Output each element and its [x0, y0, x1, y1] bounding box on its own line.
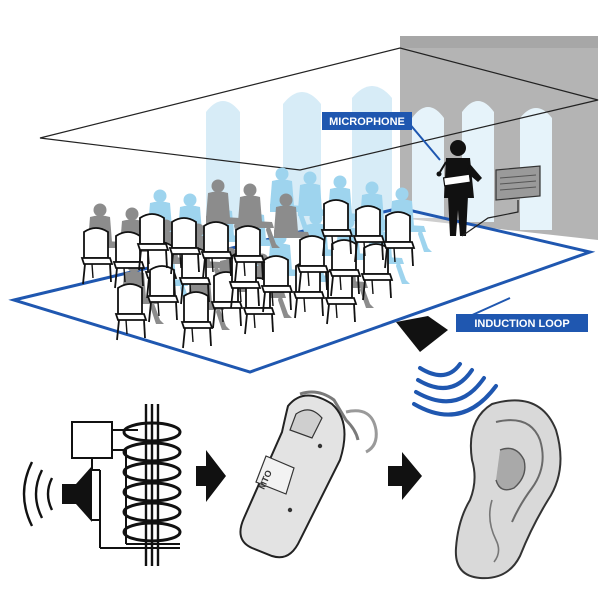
speaker-figure	[442, 140, 482, 236]
sound-wave-icon	[412, 362, 498, 417]
arrow-right-icon	[196, 450, 226, 502]
induction-loop-label: INDUCTION LOOP	[474, 318, 569, 330]
microphone-label: MICROPHONE	[329, 116, 405, 128]
loop-amplifier	[461, 165, 541, 237]
induction-loop-callout: INDUCTION LOOP	[456, 297, 588, 332]
microphone-callout: MICROPHONE	[322, 112, 441, 161]
arrow-right-icon	[388, 452, 422, 500]
speaker-icon	[62, 466, 92, 522]
amplifier-coil-icon	[71, 404, 182, 566]
sound-wave-icon	[22, 461, 54, 527]
ceiling-outline	[39, 47, 599, 171]
hearing-aid-icon: MTO	[239, 390, 378, 559]
microphone-icon	[436, 161, 447, 177]
ear-icon	[454, 399, 562, 580]
arrow-down-icon	[396, 316, 448, 352]
